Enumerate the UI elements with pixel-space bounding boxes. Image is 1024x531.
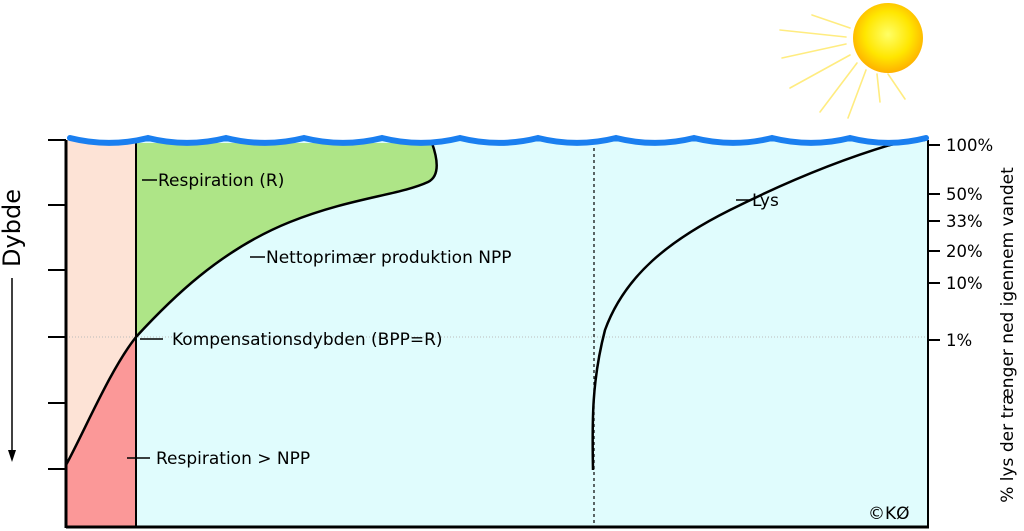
left-axis-title: Dybde xyxy=(0,189,26,267)
sun-icon xyxy=(779,3,923,119)
label-leaders xyxy=(127,179,751,459)
light-ticks xyxy=(928,144,940,341)
respiration-exceeds-npp-area xyxy=(66,337,136,528)
tick-label-20: 20% xyxy=(946,242,983,261)
respiration-label: Respiration (R) xyxy=(158,171,284,191)
tick-label-100: 100% xyxy=(946,136,993,155)
water-surface-waves xyxy=(67,134,929,146)
light-label: Lys xyxy=(752,191,779,211)
tick-label-10: 10% xyxy=(946,274,983,293)
depth-ticks xyxy=(48,139,66,470)
compensation-depth-label: Kompensationsdybden (BPP=R) xyxy=(172,330,443,350)
tick-label-50: 50% xyxy=(946,185,983,204)
tick-label-33: 33% xyxy=(946,212,983,231)
tick-label-1: 1% xyxy=(946,331,972,350)
npp-label: Nettoprimær produktion NPP xyxy=(266,248,511,268)
respiration-exceeds-npp-label: Respiration > NPP xyxy=(156,449,310,469)
right-axis-title: % lys der trænger ned igennem vandet xyxy=(998,167,1018,503)
npp-area xyxy=(136,143,437,337)
copyright-label: ©KØ xyxy=(868,504,910,524)
down-arrow-icon xyxy=(8,278,16,462)
npp-curve xyxy=(64,142,438,466)
